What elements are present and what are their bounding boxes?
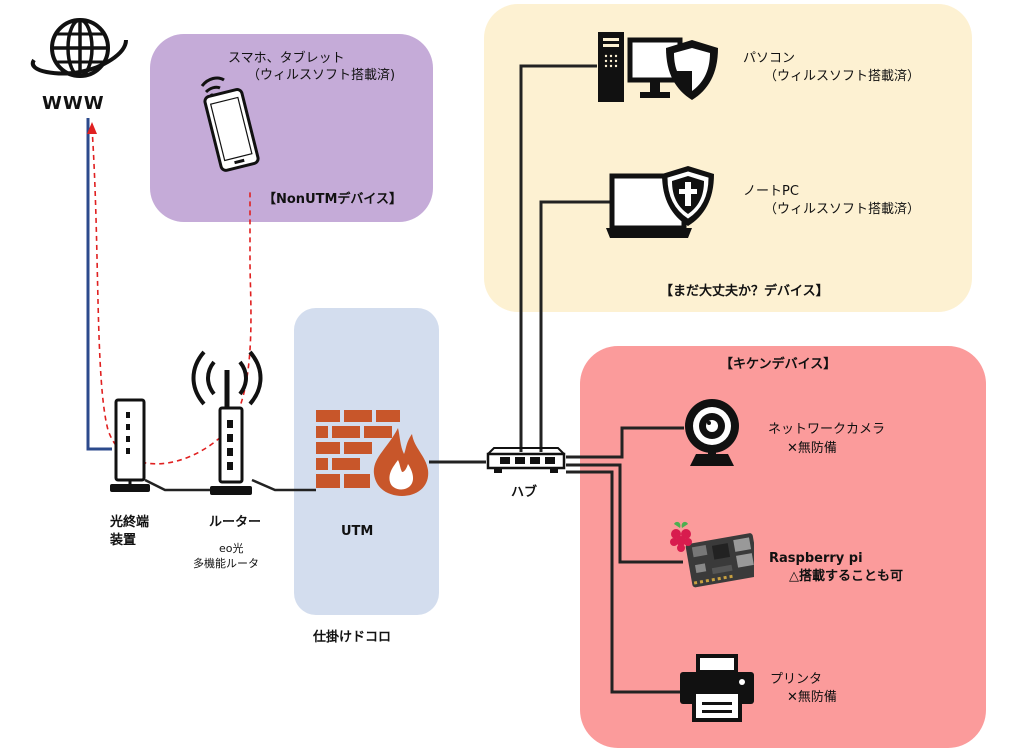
hub-label: ハブ [511,485,538,500]
pc-line1: パソコン [743,51,796,66]
pi-line1: Raspberry pi [769,551,863,566]
utm-label: UTM [341,524,374,539]
router-utm-wire [251,478,316,492]
internet-label: WWW [42,93,105,114]
network-hub-icon [486,447,566,473]
maybe-zone [484,4,972,312]
onu-device-icon [110,398,150,492]
desktop-shield-icon [598,32,718,102]
notebook-line2: （ウィルスソフト搭載済） [764,202,921,217]
nonutm-device-line1: スマホ、タブレット [228,51,345,66]
webcam-icon [685,399,739,466]
internet-wire [86,118,112,451]
hub-pc-wire [519,64,597,452]
laptop-shield-icon [606,166,714,238]
printer-line1: プリンタ [770,672,823,687]
notebook-line1: ノートPC [743,184,799,199]
maybe-title: 【まだ大丈夫か？デバイス】 [660,284,829,299]
utm-zone-label: 仕掛けドコロ [313,630,392,645]
router-label: ルーター [209,515,262,530]
printer-icon [680,654,754,722]
hub-printer-wire [566,470,684,694]
raspberry-pi-icon [670,521,754,588]
wifi-router-icon [191,350,263,495]
dashed-traffic-path [91,127,252,465]
printer-line2: ✕無防備 [787,690,837,705]
router-sub1: eo光 [219,542,244,555]
dashed-arrowhead [87,122,97,134]
hub-pi-wire [566,463,683,564]
onu-label-line2: 装置 [110,533,137,548]
pc-line2: （ウィルスソフト搭載済） [764,69,921,84]
camera-line1: ネットワークカメラ [768,422,886,437]
hub-camera-wire [566,426,684,459]
pi-line2: △搭載することも可 [789,569,903,584]
globe-icon [30,18,128,78]
router-sub2: 多機能ルータ [193,557,259,570]
camera-line2: ✕無防備 [787,441,837,456]
nonutm-zone [150,34,433,222]
firewall-icon [316,410,429,496]
onu-router-wire [144,478,212,492]
hub-laptop-wire [539,200,610,452]
nonutm-title: 【NonUTMデバイス】 [263,192,403,207]
nonutm-device-line2: （ウィルスソフト搭載済) [247,68,396,83]
raspberry-logo [670,521,692,552]
smartphone-wifi-icon [200,76,260,172]
onu-label-line1: 光終端 [110,515,150,530]
danger-title: 【キケンデバイス】 [720,357,837,372]
danger-zone [580,346,986,748]
